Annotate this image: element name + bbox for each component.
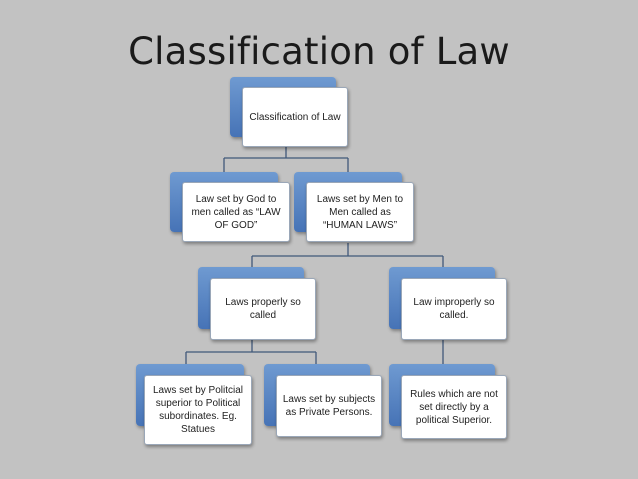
node-laws-properly-label: Laws properly so called — [210, 278, 316, 340]
slide-title: Classification of Law — [128, 30, 510, 73]
node-rules-label: Rules which are not set directly by a po… — [401, 375, 507, 439]
node-law-improperly-label: Law improperly so called. — [401, 278, 507, 340]
node-law-of-god-label: Law set by God to men called as “LAW OF … — [182, 182, 290, 242]
node-root-label: Classification of Law — [242, 87, 348, 147]
node-human-laws-label: Laws set by Men to Men called as “HUMAN … — [306, 182, 414, 242]
node-political-superior-label: Laws set by Politcial superior to Politi… — [144, 375, 252, 445]
node-private-persons-label: Laws set by subjects as Private Persons. — [276, 375, 382, 437]
